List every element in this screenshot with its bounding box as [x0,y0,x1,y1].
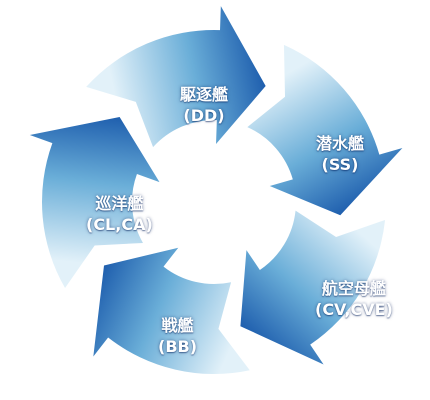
cycle-arrow-segment [240,210,386,365]
cycle-arrow-segment [29,117,160,289]
segment-name: 巡洋艦 [95,194,144,213]
segment-name: 駆逐艦 [180,85,229,104]
segment-abbr: (CV,CVE) [315,300,393,319]
segment-label-aircraft-carrier: 航空母艦 (CV,CVE) [315,278,393,320]
segment-label-destroyer: 駆逐艦 (DD) [180,84,228,126]
segment-abbr: (SS) [321,155,359,174]
segment-name: 潜水艦 [316,134,365,153]
segment-label-battleship: 戦艦 (BB) [158,315,197,357]
cycle-arrow-segment [93,247,250,374]
segment-abbr: (BB) [158,337,198,356]
segment-name: 戦艦 [161,316,194,335]
cycle-arrow-segment [86,6,266,148]
segment-abbr: (CL,CA) [86,215,153,234]
segment-label-cruiser: 巡洋艦 (CL,CA) [86,193,153,235]
segment-label-submarine: 潜水艦 (SS) [316,133,364,175]
cycle-arrow-segment [247,44,403,216]
segment-name: 航空母艦 [321,279,386,298]
segment-abbr: (DD) [183,106,225,125]
